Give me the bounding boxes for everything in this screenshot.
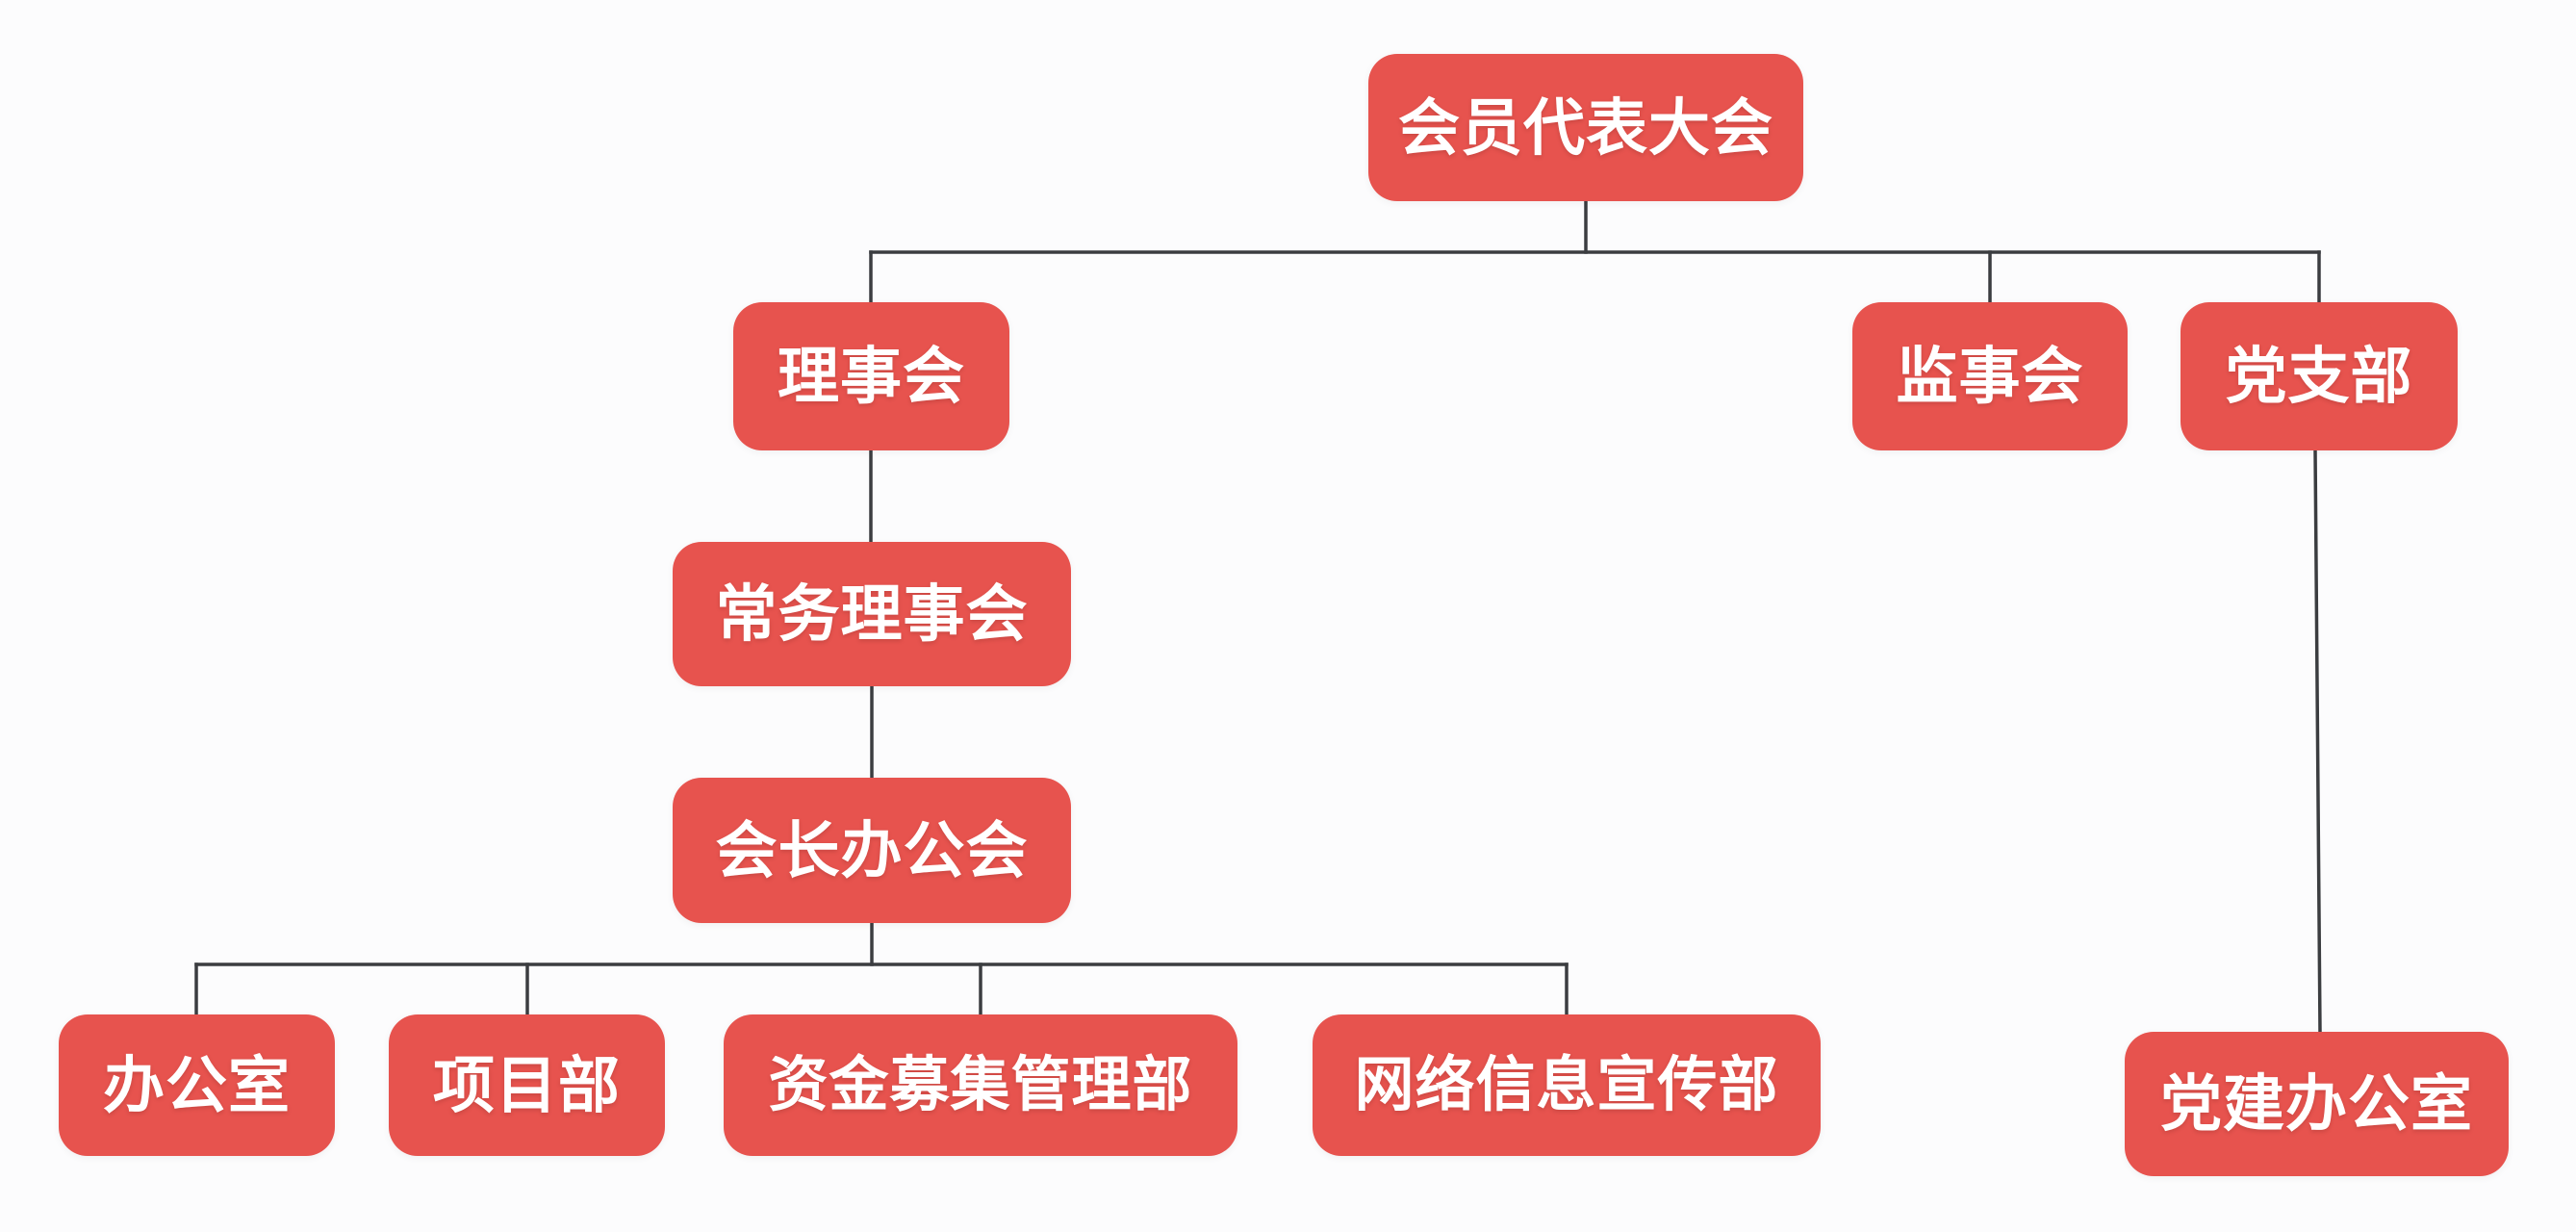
node-council: 理事会 xyxy=(733,302,1009,450)
node-party-building-office: 党建办公室 xyxy=(2125,1032,2509,1176)
node-network-info-publicity-dept: 网络信息宣传部 xyxy=(1313,1014,1821,1156)
node-party-branch: 党支部 xyxy=(2181,302,2458,450)
node-fund-raising-mgmt-dept: 资金募集管理部 xyxy=(724,1014,1237,1156)
node-member-congress-label: 会员代表大会 xyxy=(1398,92,1773,163)
node-project-dept-label: 项目部 xyxy=(433,1050,621,1120)
connector-party-branch-building xyxy=(2313,449,2322,1034)
node-general-office-label: 办公室 xyxy=(103,1050,291,1120)
node-council-label: 理事会 xyxy=(778,342,965,411)
node-supervisory-board: 监事会 xyxy=(1852,302,2128,450)
node-member-congress: 会员代表大会 xyxy=(1368,54,1803,201)
node-general-office: 办公室 xyxy=(59,1014,335,1156)
node-president-office-meeting: 会长办公会 xyxy=(673,778,1071,923)
node-supervisory-board-label: 监事会 xyxy=(1896,342,2084,411)
node-party-building-office-label: 党建办公室 xyxy=(2160,1069,2473,1139)
node-fund-raising-mgmt-dept-label: 资金募集管理部 xyxy=(768,1051,1193,1118)
node-standing-council-label: 常务理事会 xyxy=(715,579,1029,649)
node-president-office-meeting-label: 会长办公会 xyxy=(715,815,1029,886)
node-network-info-publicity-dept-label: 网络信息宣传部 xyxy=(1354,1051,1779,1118)
node-party-branch-label: 党支部 xyxy=(2225,342,2413,411)
node-standing-council: 常务理事会 xyxy=(673,542,1071,686)
node-project-dept: 项目部 xyxy=(389,1014,665,1156)
